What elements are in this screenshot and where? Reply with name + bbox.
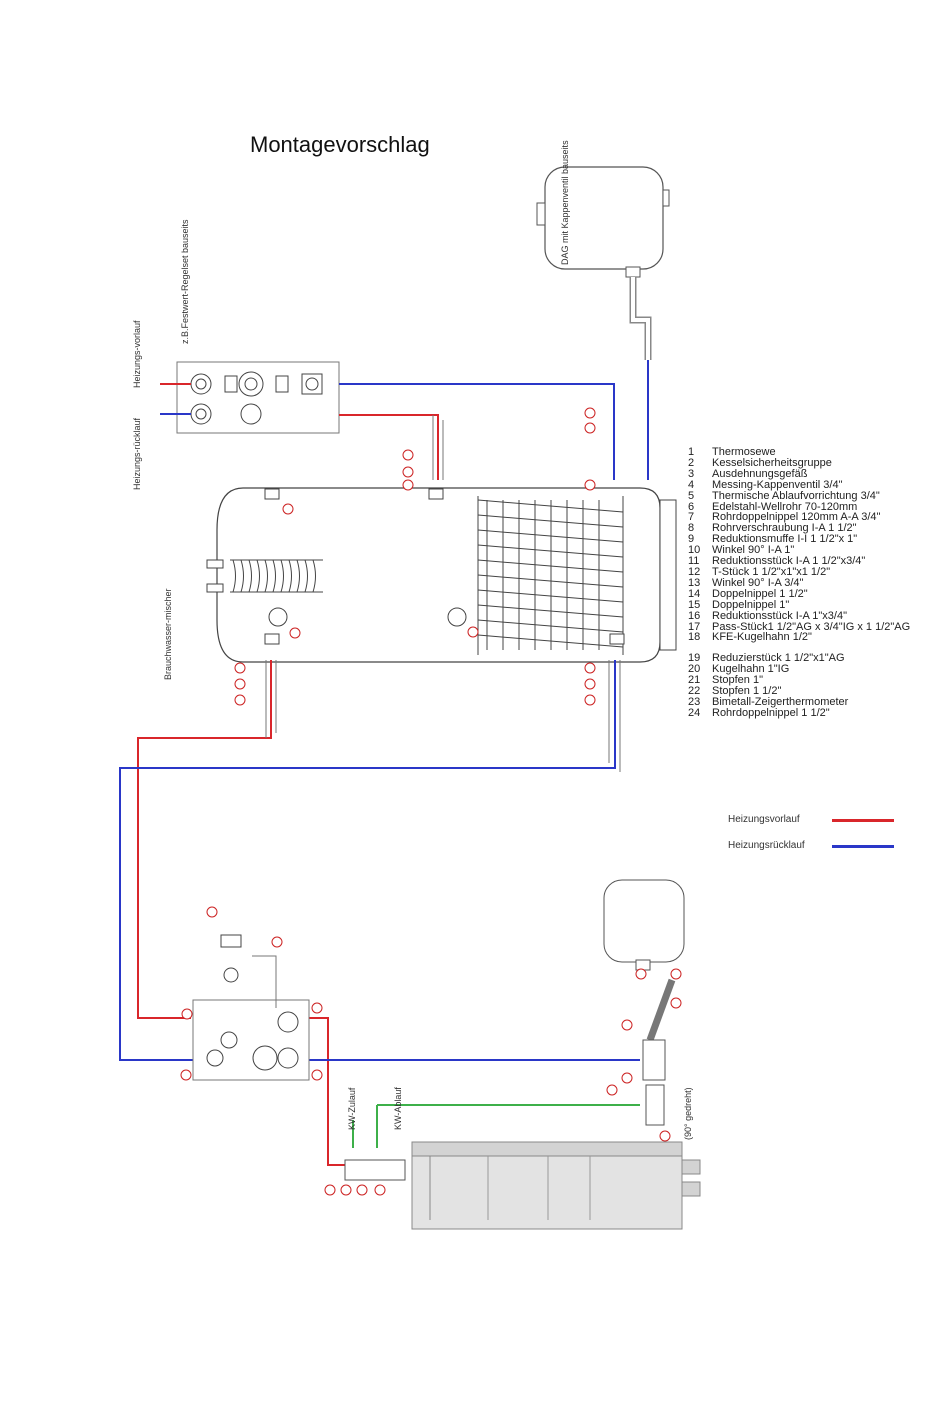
part-description: Rohrdoppelnippel 1 1/2" bbox=[712, 706, 830, 719]
part-description: Reduzierstück 1 1/2"x1"AG bbox=[712, 652, 845, 665]
regelset-box bbox=[176, 361, 340, 434]
part-description: Edelstahl-Wellrohr 70-120mm bbox=[712, 500, 858, 513]
part-number: 10 bbox=[688, 544, 701, 557]
return-key-line bbox=[832, 845, 894, 848]
parts-list-item: 5 Thermische Ablaufvorrichtung 3/4" bbox=[688, 489, 910, 502]
parts-list-item: 23 Bimetall-Zeigerthermometer bbox=[688, 695, 910, 708]
part-description: Winkel 90° I-A 3/4" bbox=[712, 576, 804, 589]
callout-bubbles bbox=[180, 407, 682, 1196]
part-number: 1 bbox=[688, 446, 695, 458]
part-description: Reduktionsstück I-A 1"x3/4" bbox=[712, 609, 847, 622]
part-description: Kesselsicherheitsgruppe bbox=[712, 456, 832, 469]
part-number: 3 bbox=[688, 467, 695, 480]
part-number: 24 bbox=[688, 706, 701, 719]
part-description: Doppelnippel 1 1/2" bbox=[712, 587, 808, 600]
part-number: 12 bbox=[688, 565, 701, 578]
part-number: 2 bbox=[688, 456, 695, 469]
label-kw-zulauf: KW-Zulauf bbox=[347, 1087, 357, 1130]
part-description: Bimetall-Zeigerthermometer bbox=[712, 695, 849, 708]
part-number: 19 bbox=[688, 652, 701, 665]
part-description: Stopfen 1 1/2" bbox=[712, 685, 782, 698]
parts-list-item: 14 Doppelnippel 1 1/2" bbox=[688, 587, 910, 600]
part-number: 23 bbox=[688, 695, 701, 708]
part-number: 16 bbox=[688, 609, 701, 622]
part-number: 4 bbox=[688, 478, 695, 491]
part-description: Rohrverschraubung I-A 1 1/2" bbox=[712, 522, 857, 535]
parts-list-item: 6 Edelstahl-Wellrohr 70-120mm bbox=[688, 500, 910, 513]
label-gedreht: (90° gedreht) bbox=[683, 1087, 693, 1140]
supply-pipes bbox=[137, 383, 439, 1166]
part-number: 22 bbox=[688, 685, 701, 698]
part-number: 20 bbox=[688, 663, 701, 676]
part-number: 5 bbox=[688, 489, 695, 502]
parts-list-item: 3 Ausdehnungsgefäß bbox=[688, 467, 910, 480]
supply-key-line bbox=[832, 819, 894, 822]
part-number: 9 bbox=[688, 533, 695, 546]
parts-list-item: 4 Messing-Kappenventil 3/4" bbox=[688, 478, 910, 491]
boiler bbox=[344, 1141, 701, 1230]
part-description: Doppelnippel 1" bbox=[712, 598, 790, 611]
part-description: Kugelhahn 1"IG bbox=[712, 663, 790, 676]
part-description: Winkel 90° I-A 1" bbox=[712, 544, 795, 557]
part-description: Reduktionsstück I-A 1 1/2"x3/4" bbox=[712, 555, 866, 568]
part-description: Thermische Ablaufvorrichtung 3/4" bbox=[712, 489, 880, 502]
return-key-label: Heizungsrücklauf bbox=[728, 840, 805, 851]
parts-list-item: 8 Rohrverschraubung I-A 1 1/2" bbox=[688, 523, 910, 534]
safety-group-box bbox=[192, 934, 310, 1081]
part-description: Reduktionsmuffe I-I 1 1/2"x 1" bbox=[712, 533, 858, 546]
parts-list-item: 1 Thermosewe bbox=[688, 447, 910, 458]
part-description: Messing-Kappenventil 3/4" bbox=[712, 478, 843, 491]
part-number: 14 bbox=[688, 587, 701, 600]
supply-key-label: Heizungsvorlauf bbox=[728, 814, 800, 825]
parts-list-item: 2 Kesselsicherheitsgruppe bbox=[688, 456, 910, 469]
parts-list-item: 21 Stopfen 1" bbox=[688, 675, 910, 686]
parts-list-item: 16 Reduktionsstück I-A 1"x3/4" bbox=[688, 609, 910, 622]
parts-list-item: 17 Pass-Stück1 1/2"AG x 3/4"IG x 1 1/2"AG bbox=[688, 620, 911, 633]
parts-list-item: 15 Doppelnippel 1" bbox=[688, 598, 910, 611]
parts-list-item: 9 Reduktionsmuffe I-I 1 1/2"x 1" bbox=[688, 534, 910, 545]
parts-list: 1 Thermosewe 2 Kesselsicherheitsgruppe 3 Ausd… bbox=[688, 447, 910, 719]
part-number: 15 bbox=[688, 598, 701, 611]
label-heizungs-vorlauf: Heizungs-vorlauf bbox=[132, 320, 142, 388]
parts-list-item: 13 Winkel 90° I-A 3/4" bbox=[688, 576, 910, 589]
parts-list-item: 12 T-Stück 1 1/2"x1"x1 1/2" bbox=[688, 565, 910, 578]
parts-list-item: 24 Rohrdoppelnippel 1 1/2" bbox=[688, 706, 910, 719]
part-number: 18 bbox=[688, 631, 701, 644]
diagram-title: Montagevorschlag bbox=[250, 132, 430, 157]
part-description: Pass-Stück1 1/2"AG x 3/4"IG x 1 1/2"AG bbox=[712, 620, 911, 633]
part-number: 7 bbox=[688, 511, 695, 524]
part-number: 21 bbox=[688, 674, 701, 687]
parts-list-item: 18 KFE-Kugelhahn 1/2" bbox=[688, 632, 910, 643]
label-dag: DAG mit Kappenventil bauseits bbox=[560, 140, 570, 265]
part-description: KFE-Kugelhahn 1/2" bbox=[712, 631, 812, 644]
cold-water-pipes bbox=[352, 1104, 640, 1148]
parts-list-item: 10 Winkel 90° I-A 1" bbox=[688, 545, 910, 556]
part-description: Rohrdoppelnippel 120mm A-A 3/4" bbox=[712, 511, 881, 524]
label-festwert-regelset: z.B.Festwert-Regelset bauseits bbox=[180, 219, 190, 344]
part-number: 6 bbox=[688, 500, 695, 513]
part-number: 17 bbox=[688, 620, 701, 633]
parts-list-item: 19 Reduzierstück 1 1/2"x1"AG bbox=[688, 653, 910, 664]
label-heizungs-ruecklauf: Heizungs-rücklauf bbox=[132, 417, 142, 490]
parts-list-item: 20 Kugelhahn 1"IG bbox=[688, 664, 910, 675]
storage-tank bbox=[206, 487, 677, 663]
part-number: 11 bbox=[688, 555, 700, 568]
parts-list-item: 7 Rohrdoppelnippel 120mm A-A 3/4" bbox=[688, 512, 910, 523]
expansion-vessel-bottom bbox=[603, 879, 685, 1126]
parts-list-item: 22 Stopfen 1 1/2" bbox=[688, 686, 910, 697]
label-kw-ablauf: KW-Ablauf bbox=[393, 1087, 403, 1130]
part-description: T-Stück 1 1/2"x1"x1 1/2" bbox=[712, 565, 831, 578]
expansion-vessel-top bbox=[536, 166, 670, 360]
part-number: 13 bbox=[688, 576, 701, 589]
part-description: Stopfen 1" bbox=[712, 674, 763, 687]
part-description: Thermosewe bbox=[712, 446, 776, 458]
parts-list-item: 11 Reduktionsstück I-A 1 1/2"x3/4" bbox=[688, 556, 910, 567]
part-number: 8 bbox=[688, 522, 695, 535]
label-brauchwasser: Brauchwasser-mischer bbox=[163, 588, 173, 680]
part-description: Ausdehnungsgefäß bbox=[712, 467, 808, 480]
return-pipes bbox=[119, 360, 649, 1061]
